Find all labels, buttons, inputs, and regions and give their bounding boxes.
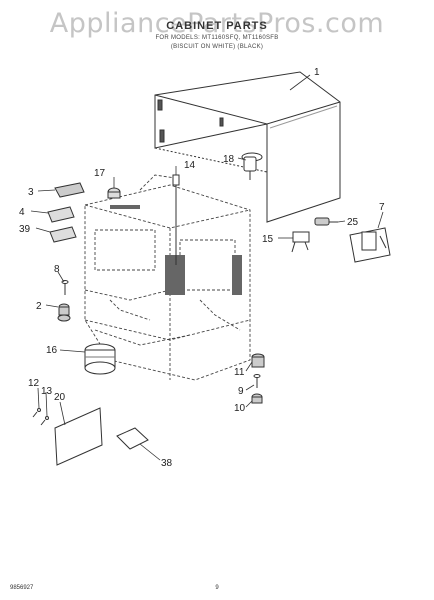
callout-14: 14	[184, 160, 196, 171]
diagram-title: CABINET PARTS	[166, 20, 268, 32]
part-8-screw	[61, 280, 69, 295]
part-38-cover	[116, 427, 149, 450]
part-25-connector	[314, 217, 338, 226]
callout-12: 12	[28, 378, 40, 389]
callout-16: 16	[46, 345, 58, 356]
callout-8: 8	[54, 264, 60, 275]
callout-2: 2	[36, 301, 42, 312]
part-4-bracket	[47, 206, 75, 223]
part-15-thermal-switch	[291, 231, 310, 253]
part-20-back-panel	[54, 407, 103, 466]
model-colors: (BISCUIT ON WHITE) (BLACK)	[170, 44, 264, 50]
page-number: 9	[215, 585, 219, 591]
part-9-screw	[253, 374, 261, 388]
part-14-clip	[172, 174, 180, 265]
part-10-foot	[251, 393, 263, 404]
callout-13: 13	[41, 386, 53, 397]
part-12-screw	[32, 408, 41, 418]
callout-10: 10	[234, 403, 246, 414]
part-2-foot	[57, 303, 71, 322]
callout-15: 15	[262, 234, 274, 245]
callout-3: 3	[28, 187, 34, 198]
part-13-screw	[40, 416, 49, 426]
part-16-fan-motor	[84, 343, 116, 375]
callout-18: 18	[223, 154, 235, 165]
callout-25: 25	[347, 217, 359, 228]
callout-11: 11	[234, 367, 245, 378]
callout-17: 17	[94, 168, 106, 179]
chassis-details	[110, 205, 242, 295]
part-11-foot	[251, 353, 265, 368]
watermark: AppliancePartsPros.com	[49, 8, 385, 39]
callout-20: 20	[54, 392, 66, 403]
callout-38: 38	[161, 458, 173, 469]
part-18-latch-switch	[241, 152, 263, 180]
callouts: 1 18 17 14 3 4 39 25 15 7 8 2 16 11 9 10…	[19, 67, 385, 469]
callout-9: 9	[238, 386, 244, 397]
model-numbers: FOR MODELS: MT1160SFQ, MT1160SFB	[155, 35, 279, 41]
leader-lines	[30, 74, 384, 461]
part-3-hinge	[54, 182, 85, 198]
cabinet-wrapper	[154, 71, 341, 223]
part-7-door-interlock	[349, 227, 391, 263]
callout-4: 4	[19, 207, 25, 218]
document-code: 9856927	[10, 585, 34, 591]
callout-7: 7	[379, 202, 385, 213]
part-17-bumper	[107, 187, 121, 199]
part-39-bracket	[49, 226, 77, 243]
callout-1: 1	[314, 67, 320, 78]
callout-39: 39	[19, 224, 31, 235]
